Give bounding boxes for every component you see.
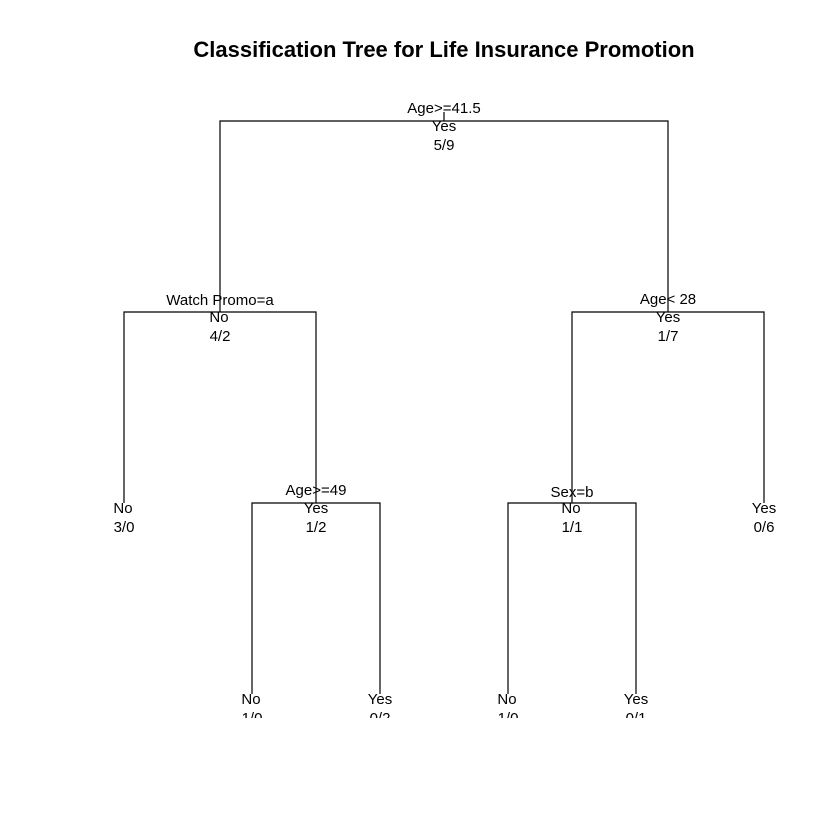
node-count-label: 5/9 <box>434 137 455 154</box>
tree-node-age-28: Age< 28 Yes 1/7 <box>640 291 696 345</box>
node-count-label: 1/2 <box>306 519 327 536</box>
node-split-label: Age>=41.5 <box>407 100 480 117</box>
node-class-label: Yes <box>368 691 392 708</box>
node-count-label: 1/7 <box>658 328 679 345</box>
node-class-label: No <box>497 691 516 708</box>
tree-leaf-age49-right: Yes 0/2 <box>368 691 392 727</box>
tree-node-watch-promo: Watch Promo=a No 4/2 <box>166 292 274 345</box>
node-class-label: No <box>241 691 260 708</box>
node-count-label: 1/0 <box>498 710 519 727</box>
tree-title: Classification Tree for Life Insurance P… <box>193 37 694 62</box>
tree-leaf-sex-right: Yes 0/1 <box>624 691 648 727</box>
tree-leaf-age49-left: No 1/0 <box>241 691 263 727</box>
node-split-label: Age>=49 <box>286 482 347 499</box>
node-class-label: Yes <box>304 500 328 517</box>
node-split-label: Sex=b <box>551 484 594 501</box>
node-count-label: 4/2 <box>210 328 231 345</box>
node-class-label: No <box>113 500 132 517</box>
node-class-label: Yes <box>432 118 456 135</box>
edge-watch-promo <box>123 311 317 503</box>
edge-sex <box>507 502 637 694</box>
edge-age-49 <box>251 502 381 694</box>
node-class-label: Yes <box>752 500 776 517</box>
node-split-label: Age< 28 <box>640 291 696 308</box>
tree-node-root: Age>=41.5 Yes 5/9 <box>407 100 480 154</box>
node-count-label: 3/0 <box>114 519 135 536</box>
node-count-label: 0/6 <box>754 519 775 536</box>
node-split-label: Watch Promo=a <box>166 292 274 309</box>
tree-node-sex: Sex=b No 1/1 <box>551 484 594 536</box>
node-count-label: 1/1 <box>562 519 583 536</box>
tree-leaf-sex-left: No 1/0 <box>497 691 519 727</box>
node-class-label: Yes <box>656 309 680 326</box>
edge-age-28 <box>571 311 765 503</box>
node-class-label: No <box>561 500 580 517</box>
node-count-label: 0/1 <box>626 710 647 727</box>
node-class-label: Yes <box>624 691 648 708</box>
edge-root <box>219 112 669 312</box>
node-count-label: 1/0 <box>242 710 263 727</box>
tree-node-age-49: Age>=49 Yes 1/2 <box>286 482 347 536</box>
tree-leaf-right-right: Yes 0/6 <box>752 500 776 536</box>
tree-leaf-left-left: No 3/0 <box>113 500 134 536</box>
node-class-label: No <box>209 309 228 326</box>
tree-edges <box>123 112 765 694</box>
node-count-label: 0/2 <box>370 710 391 727</box>
